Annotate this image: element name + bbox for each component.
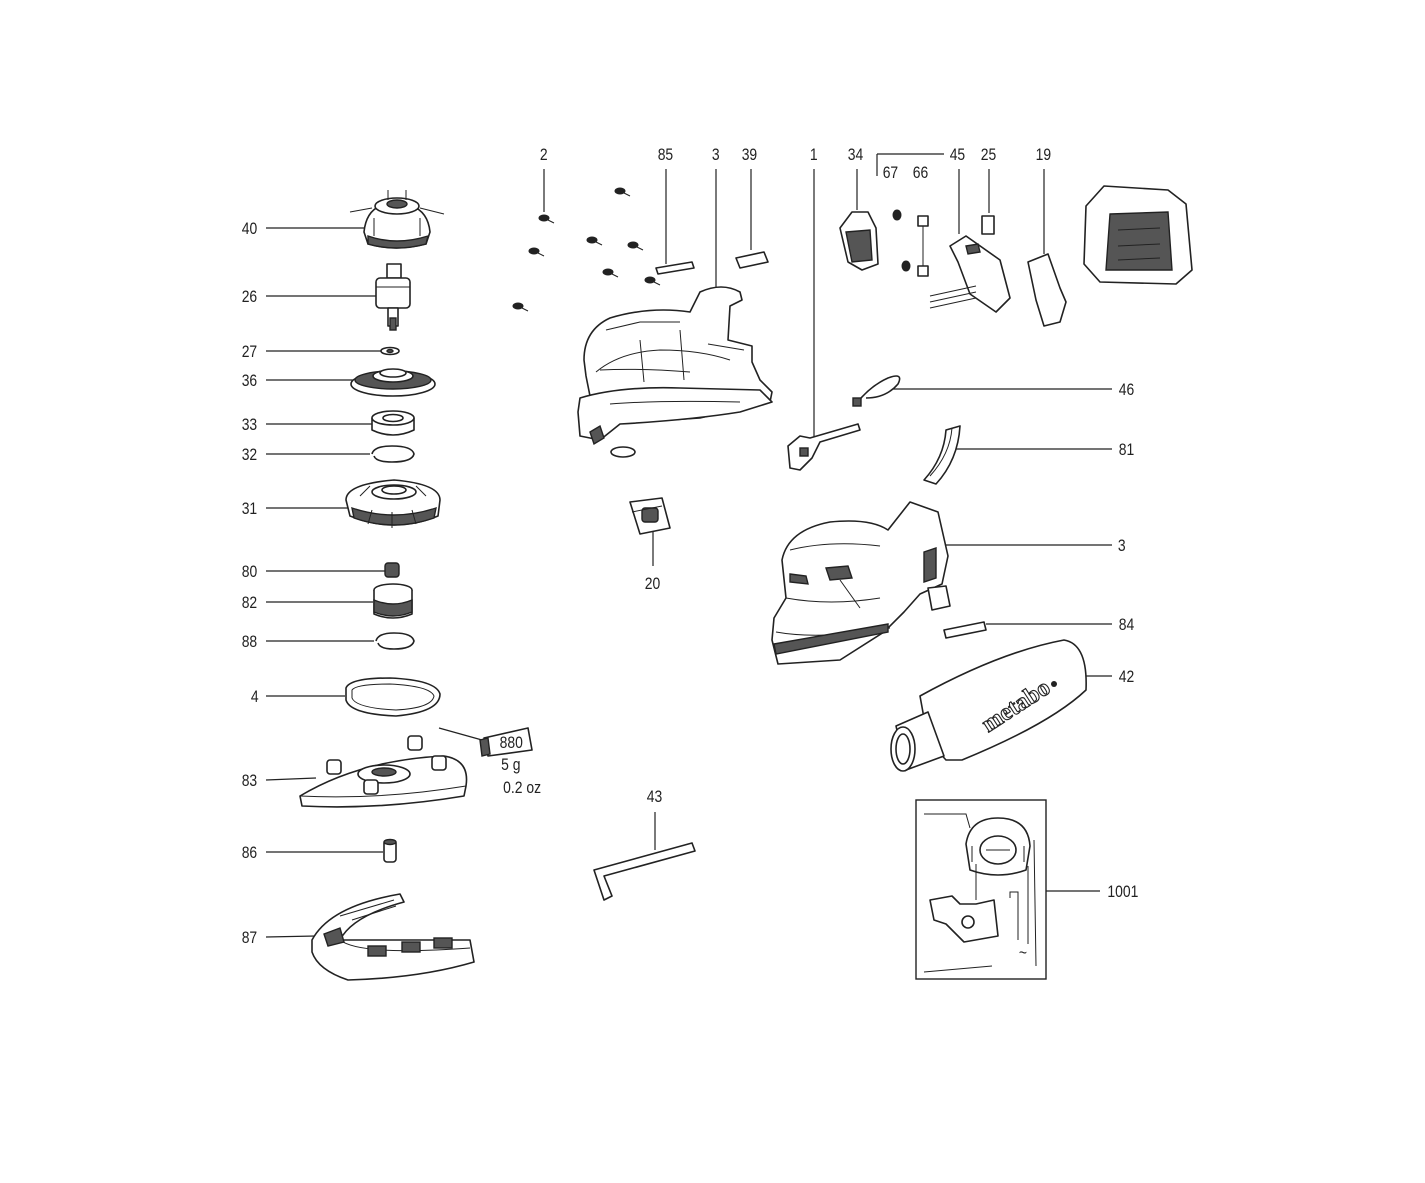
callout-86: 86 bbox=[242, 844, 257, 863]
circlip-part-32 bbox=[371, 445, 415, 463]
grease-amount-grams: 5 g bbox=[501, 756, 520, 775]
callout-26: 26 bbox=[242, 288, 257, 307]
callout-34: 34 bbox=[848, 146, 864, 165]
grease-tube-880: 880 5 g 0.2 oz bbox=[479, 727, 541, 798]
label-part-25 bbox=[981, 215, 995, 235]
callout-3-top: 3 bbox=[712, 146, 720, 165]
callout-45: 45 bbox=[950, 146, 965, 165]
cable-part-46 bbox=[852, 375, 901, 407]
fan-part-31 bbox=[345, 479, 441, 528]
callout-42: 42 bbox=[1119, 668, 1134, 687]
callout-82: 82 bbox=[242, 594, 257, 613]
callout-1: 1 bbox=[810, 146, 818, 165]
leader-lines bbox=[265, 153, 1112, 938]
connector-part-66 bbox=[917, 215, 929, 277]
callout-43: 43 bbox=[647, 788, 662, 807]
label-part-84 bbox=[943, 621, 987, 639]
callout-84: 84 bbox=[1119, 616, 1135, 635]
callout-46: 46 bbox=[1119, 381, 1134, 400]
grease-amount-ounces: 0.2 oz bbox=[503, 779, 541, 798]
callout-4: 4 bbox=[251, 688, 259, 707]
callout-20: 20 bbox=[645, 575, 661, 594]
callout-39: 39 bbox=[742, 146, 757, 165]
callout-3-right: 3 bbox=[1118, 537, 1126, 556]
battery-pack bbox=[1083, 185, 1193, 285]
actuator-part-1 bbox=[787, 423, 861, 471]
sanding-plate-part-83 bbox=[299, 735, 468, 808]
bearing-hub-part-82 bbox=[373, 583, 413, 619]
plate-part-39 bbox=[735, 251, 769, 269]
callout-31: 31 bbox=[242, 500, 257, 519]
ball-bearing-part-33 bbox=[371, 410, 415, 436]
callout-80: 80 bbox=[242, 563, 258, 582]
washer-part-27 bbox=[380, 346, 400, 356]
callout-67: 67 bbox=[883, 164, 898, 183]
callout-2: 2 bbox=[540, 146, 548, 165]
armature-part-26 bbox=[375, 263, 411, 331]
callout-85: 85 bbox=[658, 146, 673, 165]
switch-part-20 bbox=[629, 497, 671, 535]
callout-81: 81 bbox=[1119, 441, 1134, 460]
battery-contact-part-45 bbox=[929, 235, 1011, 313]
ac-symbol: ~ bbox=[1019, 944, 1027, 963]
callout-32: 32 bbox=[242, 446, 257, 465]
dust-base-part-87 bbox=[311, 893, 475, 981]
motor-stator-part-40 bbox=[349, 190, 445, 249]
electronics-module-part-34 bbox=[839, 211, 879, 271]
wiring-schematic-part-1001: ~ bbox=[915, 799, 1047, 980]
callout-88: 88 bbox=[242, 633, 257, 652]
nut-part-80 bbox=[384, 562, 400, 578]
callout-25: 25 bbox=[981, 146, 996, 165]
callout-labels: 40 26 27 36 33 32 31 80 82 88 4 83 86 87… bbox=[242, 146, 1139, 948]
bearing-flange-part-36 bbox=[350, 368, 436, 397]
callout-83: 83 bbox=[242, 772, 257, 791]
retaining-ring-part-88 bbox=[375, 632, 415, 650]
callout-1001: 1001 bbox=[1107, 883, 1138, 902]
dust-bag-part-42: metabo bbox=[890, 639, 1087, 772]
callout-33: 33 bbox=[242, 416, 257, 435]
callout-27: 27 bbox=[242, 343, 257, 362]
hex-key-part-43 bbox=[593, 842, 696, 901]
release-button-part-19 bbox=[1027, 253, 1067, 327]
assembled-sander-part-3 bbox=[771, 501, 951, 665]
rubber-seal-part-4 bbox=[345, 677, 441, 717]
callout-66: 66 bbox=[913, 164, 928, 183]
callout-36: 36 bbox=[242, 372, 257, 391]
grease-tube-label: 880 bbox=[500, 734, 524, 753]
screw-part-86 bbox=[383, 838, 397, 863]
screws-part-2 bbox=[512, 187, 661, 312]
callout-87: 87 bbox=[242, 929, 257, 948]
housing-half-part-3 bbox=[577, 286, 773, 458]
callout-19: 19 bbox=[1036, 146, 1051, 165]
label-part-85 bbox=[655, 261, 695, 275]
spring-clip-part-81 bbox=[923, 425, 961, 485]
screws-part-67 bbox=[892, 209, 911, 272]
callout-40: 40 bbox=[242, 220, 258, 239]
